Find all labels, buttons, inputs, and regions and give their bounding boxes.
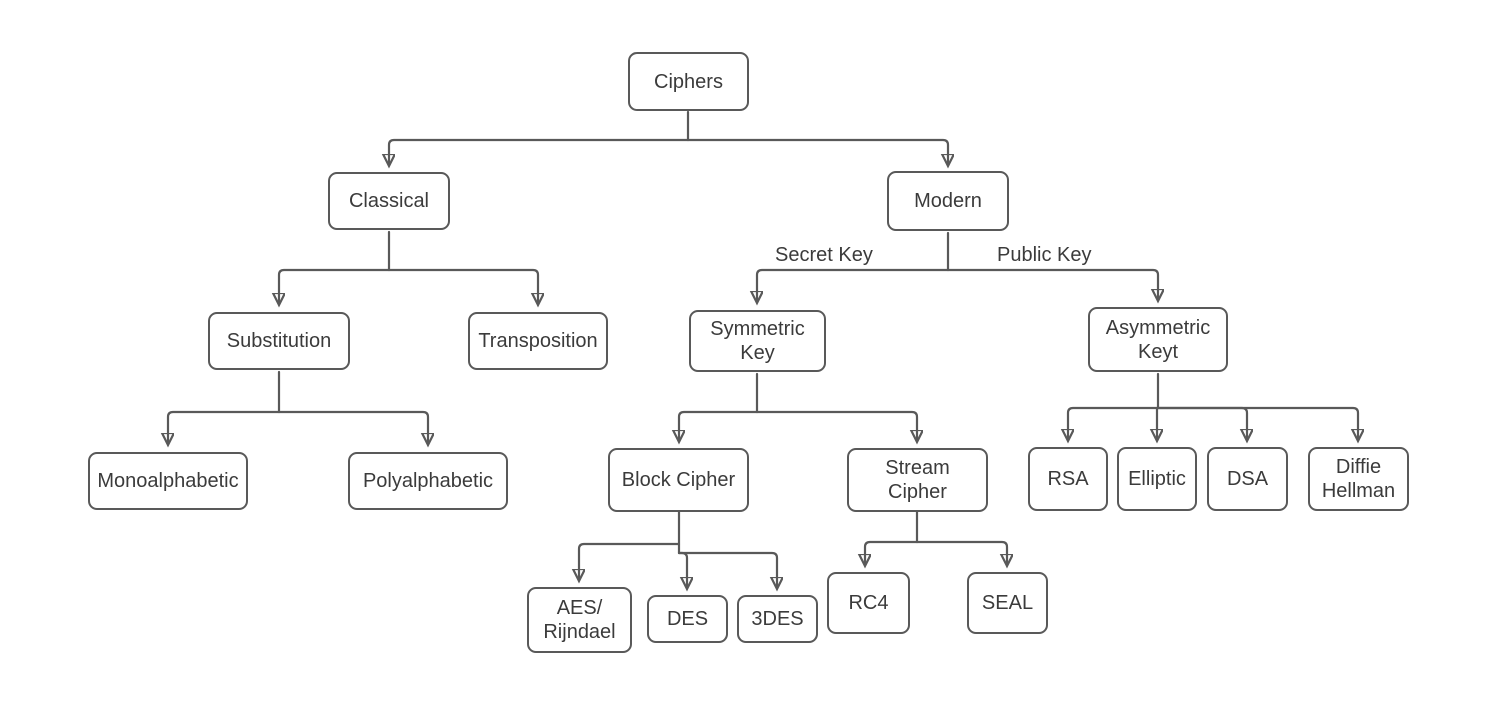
edge-label-public-key: Public Key: [997, 244, 1092, 266]
node-diffie-hellman[interactable]: Diffie Hellman: [1308, 447, 1409, 511]
edge-substitution-monoalphabetic: [168, 410, 281, 444]
edge-modern-asymmetric: [946, 268, 1158, 300]
node-symmetric-key[interactable]: Symmetric Key: [689, 310, 826, 372]
node-classical[interactable]: Classical: [328, 172, 450, 230]
edge-asymmetric-rsa: [1068, 406, 1160, 440]
node-3des[interactable]: 3DES: [737, 595, 818, 643]
node-seal[interactable]: SEAL: [967, 572, 1048, 634]
edge-block-des: [677, 551, 687, 588]
node-monoalphabetic[interactable]: Monoalphabetic: [88, 452, 248, 510]
node-dsa[interactable]: DSA: [1207, 447, 1288, 511]
edge-stream-seal: [915, 540, 1007, 565]
node-modern[interactable]: Modern: [887, 171, 1009, 231]
edge-symmetric-stream: [755, 410, 917, 441]
node-ciphers[interactable]: Ciphers: [628, 52, 749, 111]
node-rsa[interactable]: RSA: [1028, 447, 1108, 511]
node-block-cipher[interactable]: Block Cipher: [608, 448, 749, 512]
node-des[interactable]: DES: [647, 595, 728, 643]
edge-block-aes: [579, 542, 681, 580]
node-elliptic[interactable]: Elliptic: [1117, 447, 1197, 511]
node-polyalphabetic[interactable]: Polyalphabetic: [348, 452, 508, 510]
node-asymmetric-key[interactable]: Asymmetric Keyt: [1088, 307, 1228, 372]
node-transposition[interactable]: Transposition: [468, 312, 608, 370]
edge-asymmetric-dsa: [1156, 406, 1247, 440]
edge-block-3des: [677, 551, 777, 588]
edge-asymmetric-diffie: [1156, 406, 1358, 440]
edge-classical-transposition: [387, 268, 538, 304]
edge-ciphers-classical: [389, 138, 690, 165]
edge-label-secret-key: Secret Key: [775, 244, 873, 266]
node-aes-rijndael[interactable]: AES/ Rijndael: [527, 587, 632, 653]
node-rc4[interactable]: RC4: [827, 572, 910, 634]
edge-modern-symmetric: [757, 268, 950, 302]
node-substitution[interactable]: Substitution: [208, 312, 350, 370]
edge-classical-substitution: [279, 268, 391, 304]
edge-substitution-polyalphabetic: [277, 410, 428, 444]
edge-symmetric-block: [679, 410, 759, 441]
node-stream-cipher[interactable]: Stream Cipher: [847, 448, 988, 512]
edge-ciphers-modern: [686, 138, 948, 165]
edge-stream-rc4: [865, 540, 919, 565]
